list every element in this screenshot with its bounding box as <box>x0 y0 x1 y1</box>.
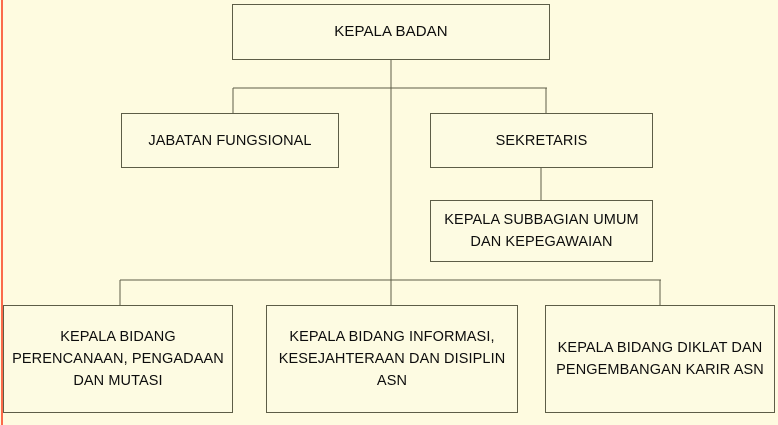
org-node-kepala-bidang-perencanaan-pengadaan-dan-mutasi[interactable]: KEPALA BIDANG PERENCANAAN, PENGADAAN DAN… <box>3 305 233 413</box>
org-node-label: SEKRETARIS <box>495 132 588 149</box>
org-node-label: KEPALA BIDANG INFORMASI, KESEJAHTERAAN D… <box>278 329 506 389</box>
org-node-kepala-bidang-diklat-dan-pengembangan-karir-asn[interactable]: KEPALA BIDANG DIKLAT DAN PENGEMBANGAN KA… <box>545 305 775 413</box>
org-node-label: KEPALA BIDANG DIKLAT DAN PENGEMBANGAN KA… <box>556 340 764 378</box>
left-margin-rule <box>1 0 3 425</box>
org-node-label: KEPALA SUBBAGIAN UMUM DAN KEPEGAWAIAN <box>444 212 639 250</box>
connector-lines <box>119 60 661 305</box>
org-node-jabatan-fungsional[interactable]: JABATAN FUNGSIONAL <box>121 113 339 168</box>
org-node-label: JABATAN FUNGSIONAL <box>148 132 312 149</box>
org-node-kepala-bidang-informasi-kesejahteraan-dan-disiplin-asn[interactable]: KEPALA BIDANG INFORMASI, KESEJAHTERAAN D… <box>266 305 518 413</box>
org-node-label: KEPALA BADAN <box>334 23 448 40</box>
org-node-kepala-badan[interactable]: KEPALA BADAN <box>232 4 550 60</box>
org-node-kepala-subbagian-umum-dan-kepegawaian[interactable]: KEPALA SUBBAGIAN UMUM DAN KEPEGAWAIAN <box>430 200 653 262</box>
org-node-sekretaris[interactable]: SEKRETARIS <box>430 113 653 168</box>
org-node-label: KEPALA BIDANG PERENCANAAN, PENGADAAN DAN… <box>12 329 224 389</box>
